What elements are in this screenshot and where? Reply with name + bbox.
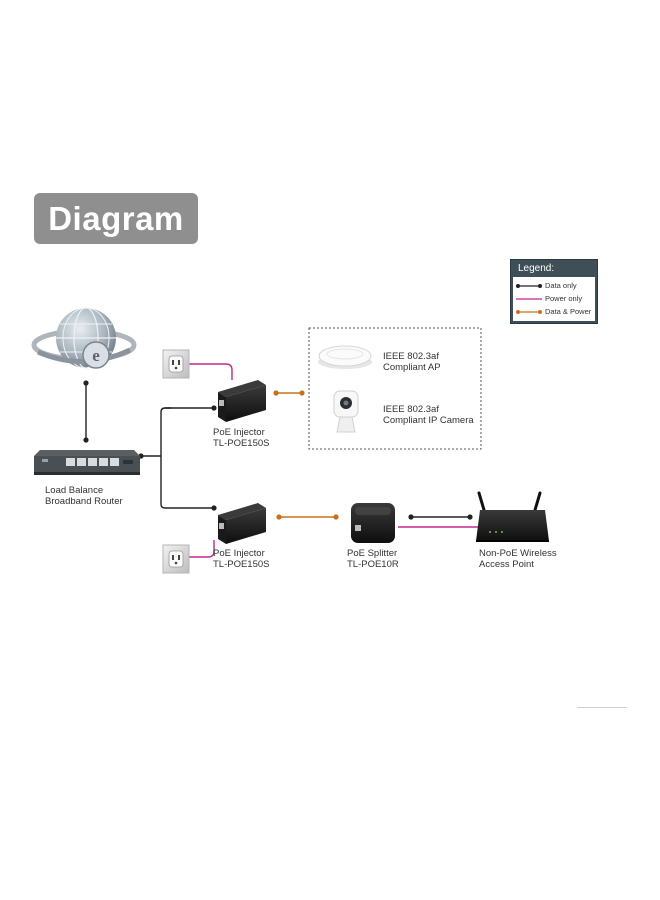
router-label-line1: Load Balance bbox=[45, 485, 104, 496]
page-title: Diagram bbox=[34, 193, 198, 244]
ap-poe-label-line1: IEEE 802.3af bbox=[383, 351, 439, 362]
router-icon bbox=[34, 450, 140, 475]
ap-poe-label-line2: Compliant AP bbox=[383, 362, 441, 373]
ceiling-access-point-icon bbox=[318, 345, 372, 369]
splitter-label-line2: TL-POE10R bbox=[347, 559, 399, 570]
link-injector-splitter bbox=[276, 514, 339, 520]
poe-splitter-icon bbox=[351, 503, 395, 543]
power-only-line-icon bbox=[516, 298, 542, 300]
injector-bottom-label-line1: PoE Injector bbox=[213, 548, 265, 559]
router-label: Load Balance Broadband Router bbox=[45, 485, 123, 507]
ip-camera-label-line1: IEEE 802.3af bbox=[383, 404, 439, 415]
injector-bottom-label-line2: TL-POE150S bbox=[213, 559, 270, 570]
legend-body: Data only Power only Data & Power bbox=[513, 277, 595, 321]
ip-camera-label-line2: Compliant IP Camera bbox=[383, 415, 474, 426]
link-splitter-ap bbox=[398, 514, 478, 528]
footer-divider bbox=[577, 707, 627, 708]
link-internet-router bbox=[83, 380, 89, 443]
router-label-line2: Broadband Router bbox=[45, 496, 123, 507]
link-outlet-bottom-power bbox=[188, 540, 215, 558]
ap-poe-label: IEEE 802.3af Compliant AP bbox=[383, 351, 441, 373]
poe-injector-bottom-icon bbox=[218, 503, 266, 544]
poe-devices-group bbox=[308, 327, 482, 450]
access-point-label-line2: Access Point bbox=[479, 559, 534, 570]
link-injector-top-devices bbox=[273, 390, 305, 396]
internet-globe-icon: e bbox=[31, 307, 137, 369]
ip-camera-label: IEEE 802.3af Compliant IP Camera bbox=[383, 404, 474, 426]
wireless-access-point-icon bbox=[476, 491, 549, 542]
injector-top-label-line2: TL-POE150S bbox=[213, 438, 270, 449]
power-outlet-bottom-icon bbox=[162, 544, 190, 574]
access-point-label: Non-PoE Wireless Access Point bbox=[479, 548, 557, 570]
data-only-line-icon bbox=[516, 284, 542, 288]
link-outlet-top-power bbox=[188, 363, 233, 380]
legend-title: Legend: bbox=[518, 263, 555, 274]
splitter-label: PoE Splitter TL-POE10R bbox=[347, 548, 399, 570]
legend-item-data-power: Data & Power bbox=[513, 306, 595, 318]
svg-text:e: e bbox=[92, 346, 100, 365]
data-power-line-icon bbox=[516, 310, 542, 314]
ip-camera-icon bbox=[333, 390, 359, 433]
legend-label-data-only: Data only bbox=[545, 281, 577, 290]
poe-injector-top-icon bbox=[218, 380, 266, 422]
power-outlet-top-icon bbox=[162, 349, 190, 379]
splitter-label-line1: PoE Splitter bbox=[347, 548, 398, 559]
injector-top-label: PoE Injector TL-POE150S bbox=[213, 427, 270, 449]
legend-label-power-only: Power only bbox=[545, 294, 583, 303]
legend-label-data-power: Data & Power bbox=[545, 307, 592, 316]
legend-item-data-only: Data only bbox=[513, 280, 595, 292]
access-point-label-line1: Non-PoE Wireless bbox=[479, 548, 557, 559]
injector-top-label-line1: PoE Injector bbox=[213, 427, 265, 438]
legend: Legend: Data only Power only Data & Powe… bbox=[510, 259, 598, 324]
legend-item-power-only: Power only bbox=[513, 293, 595, 305]
injector-bottom-label: PoE Injector TL-POE150S bbox=[213, 548, 270, 570]
link-router-injectors bbox=[138, 405, 217, 511]
